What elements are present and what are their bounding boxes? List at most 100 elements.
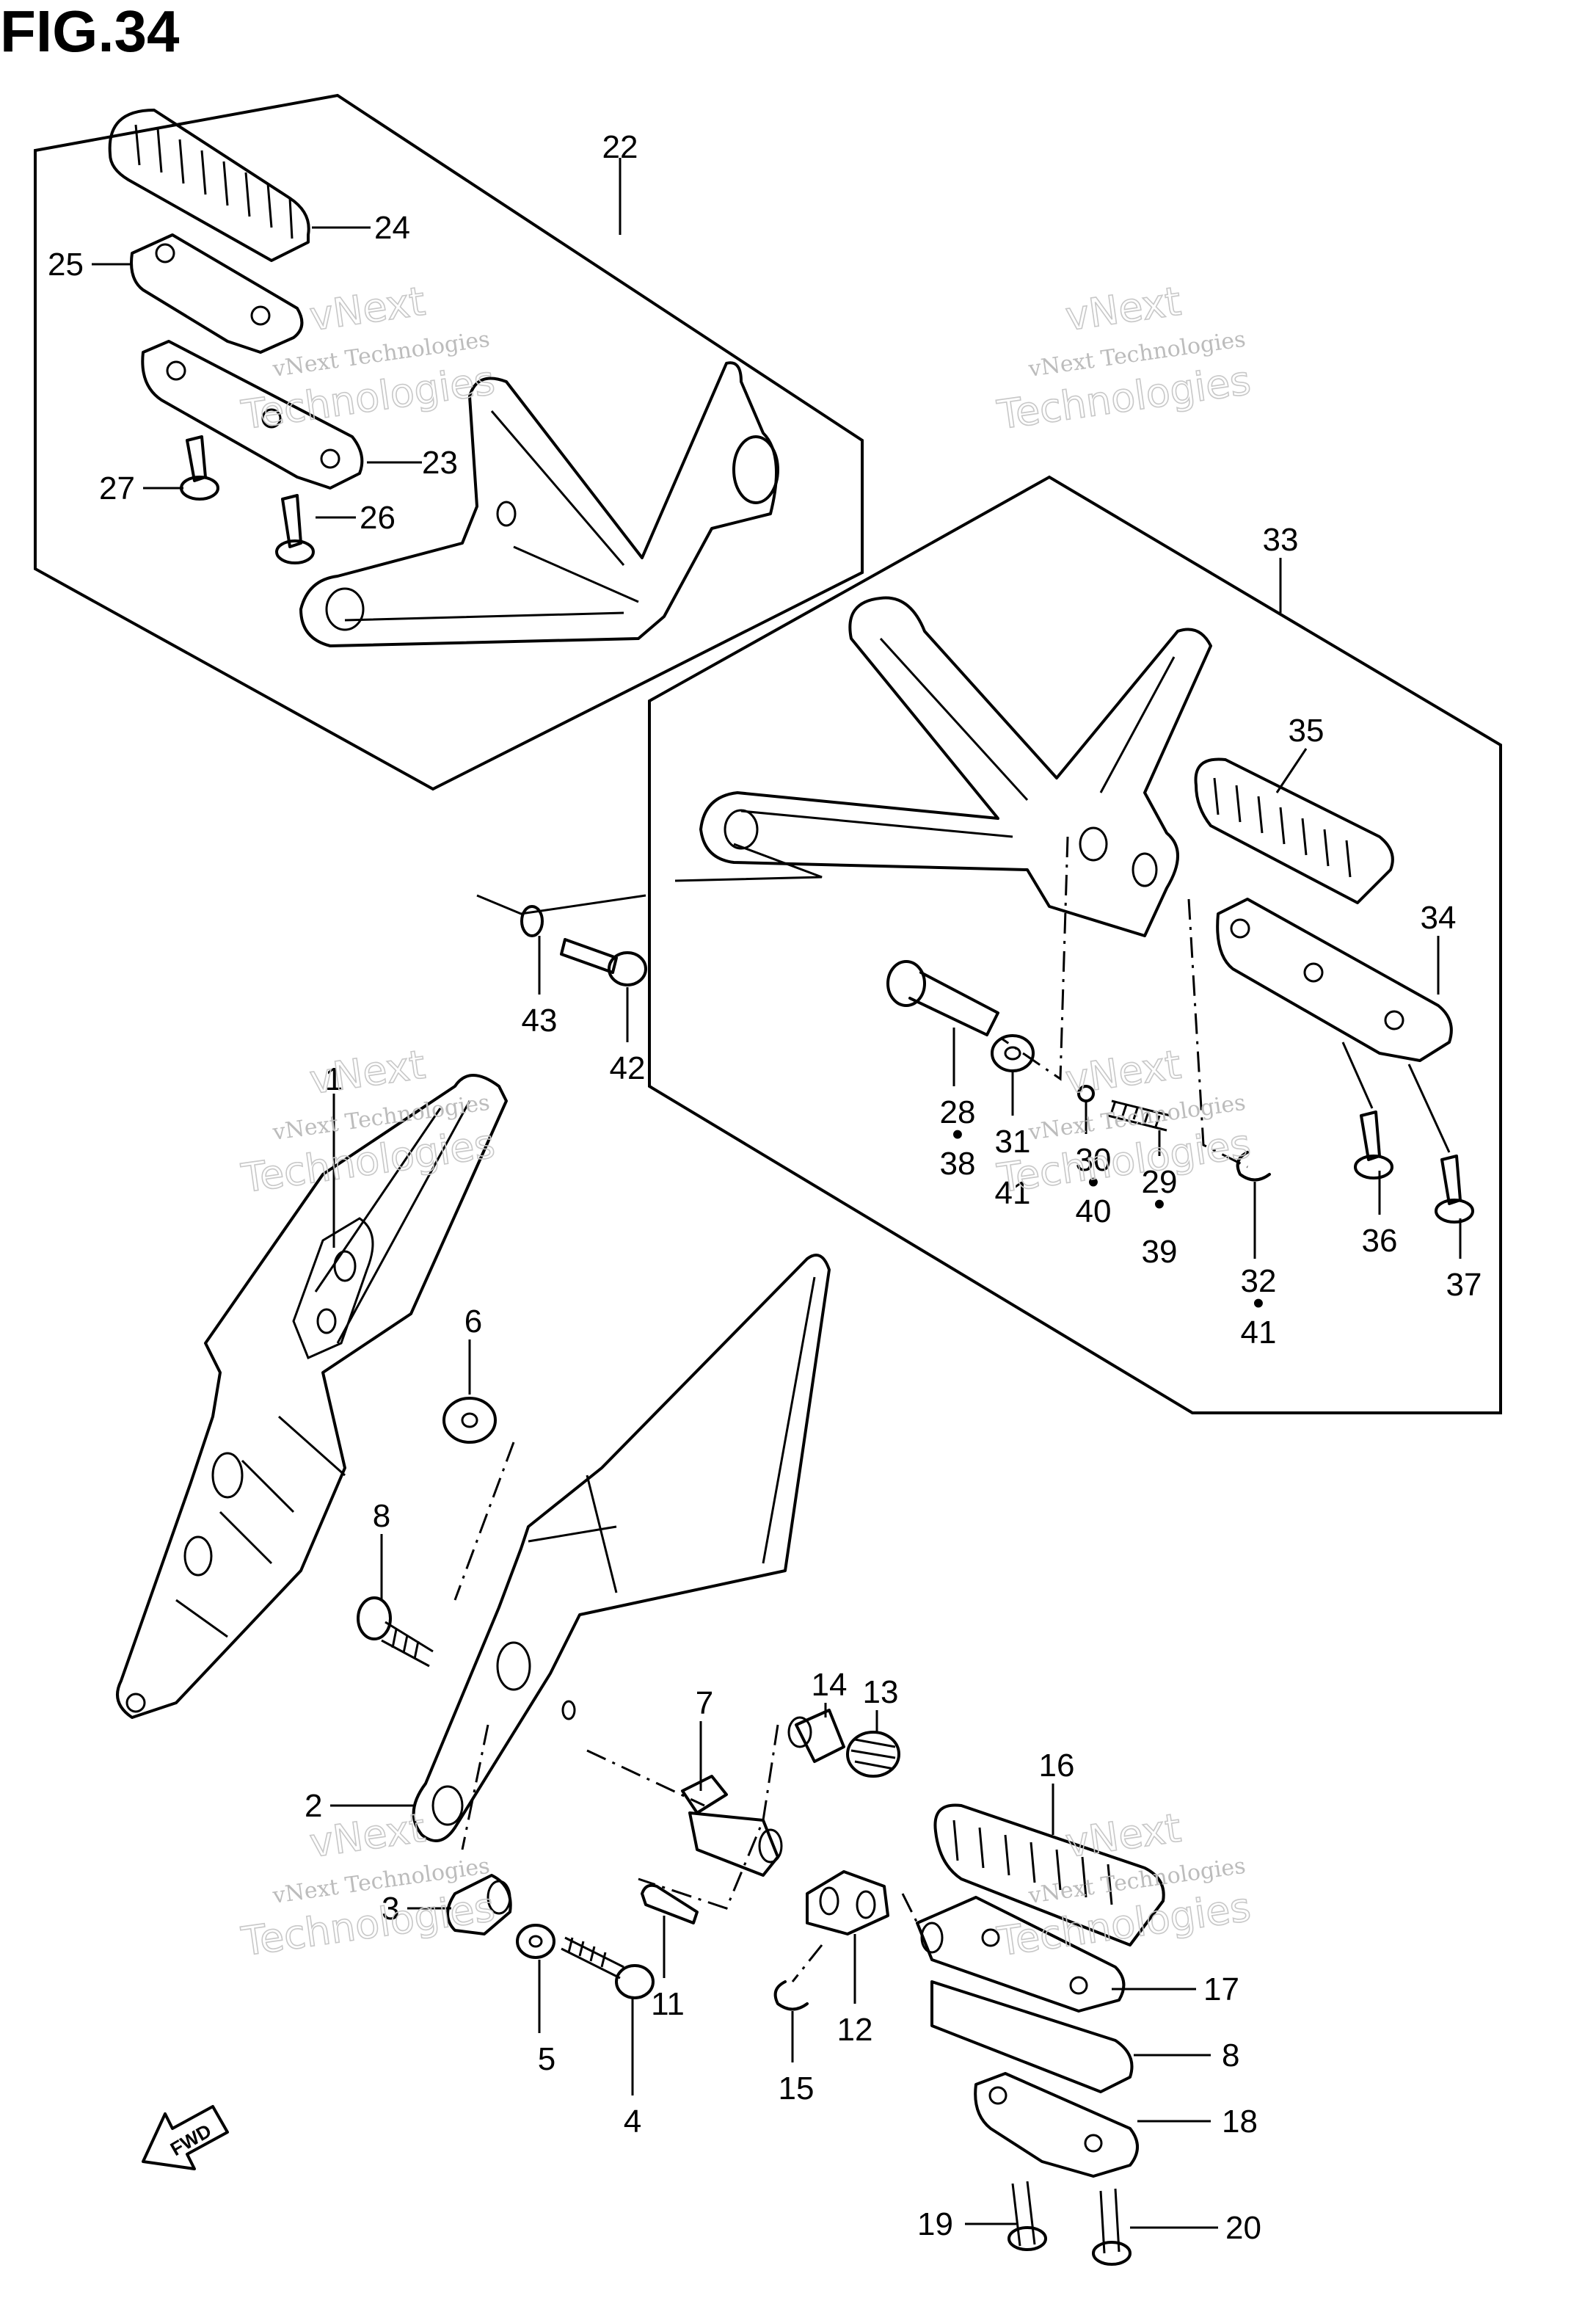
svg-text:vNext: vNext (1063, 1042, 1184, 1103)
assembly-line-31 (1187, 898, 1248, 1168)
callout-31: 32 (1241, 1263, 1277, 1299)
group-box-21 (34, 93, 864, 791)
bolt-36 (1435, 1155, 1474, 1224)
callout-14: 14 (812, 1667, 848, 1703)
collar-14 (787, 1709, 845, 1763)
callout-32: 33 (1263, 522, 1299, 558)
figure-title: FIG.34 (0, 0, 180, 64)
svg-text:vNext: vNext (307, 278, 428, 340)
callout-29: 30 (1076, 1142, 1112, 1178)
leader-36-upper (1407, 1064, 1451, 1153)
assembly-line-6 (453, 1442, 515, 1601)
bolt-20 (1092, 2188, 1132, 2266)
bolt-8 (357, 1596, 434, 1668)
svg-text:vNext: vNext (307, 1042, 428, 1103)
assembly-line-3 (461, 1724, 489, 1850)
assembly-line-27 (1001, 836, 1069, 1081)
footrest-hanger-21 (299, 361, 779, 647)
callout-15: 15 (779, 2071, 815, 2106)
bolt-26 (180, 435, 219, 501)
clip-15 (773, 1980, 809, 2011)
callout-9-10: 8 (1222, 2037, 1239, 2073)
plate-12 (806, 1870, 889, 1935)
callout-5: 5 (538, 2041, 555, 2077)
footrest-plate-22 (141, 340, 364, 490)
pin-11 (641, 1883, 699, 1924)
spring-13 (846, 1731, 900, 1778)
callout-28: 29 (1142, 1164, 1178, 1200)
leader-35-upper (1341, 1042, 1374, 1109)
footrest-bracket-17 (916, 1896, 1126, 2013)
leader-34 (1275, 748, 1308, 793)
callout-1: 1 (325, 1061, 343, 1097)
watermark: vNext Technologies Technologies vNext (994, 1041, 1254, 1202)
svg-text:vNext: vNext (1063, 278, 1184, 340)
bolt-4 (561, 1936, 655, 1999)
footrest-bracket-33 (1216, 898, 1453, 1062)
footrest-grip-16 (933, 1803, 1165, 1946)
callout-20: 20 (1225, 2210, 1261, 2246)
callout-11: 11 (651, 1986, 685, 2022)
svg-text:vNext: vNext (1063, 1805, 1184, 1866)
bolt-35 (1354, 1110, 1393, 1179)
washer-30 (991, 1034, 1035, 1072)
callout-39: 40 (1076, 1193, 1112, 1229)
pivot-bolt-27 (886, 960, 999, 1036)
clip-31 (1236, 1151, 1271, 1182)
watermark: vNext Technologies Technologies vNext (238, 1041, 498, 1202)
plate-18 (974, 2072, 1139, 2178)
footrest-grip-34 (1194, 757, 1394, 904)
callout-3: 3 (382, 1891, 399, 1927)
callout-40: 41 (995, 1175, 1031, 1211)
bolt-42 (560, 938, 647, 986)
callout-43: 43 (522, 1003, 558, 1039)
callout-34: 35 (1289, 713, 1324, 749)
bolt-19 (1007, 2181, 1047, 2251)
spring-28 (1107, 1099, 1171, 1132)
callout-38: 39 (1142, 1234, 1178, 1270)
footrest-bracket-24 (130, 233, 304, 354)
footrest-hanger-32 (674, 596, 1212, 937)
group-box-32 (648, 475, 1502, 1414)
callout-2: 2 (305, 1788, 322, 1824)
footrest-grip-23 (108, 109, 310, 262)
watermark: vNext Technologies Technologies vNext (238, 277, 498, 439)
svg-text:vNext: vNext (307, 1805, 428, 1866)
callout-18: 18 (1222, 2104, 1258, 2140)
callout-6: 6 (464, 1304, 482, 1339)
callout-22: 23 (422, 445, 458, 481)
heel-guard-1 (116, 1074, 508, 1719)
callout-30: 31 (995, 1124, 1031, 1160)
hanger-bracket-2 (412, 1254, 831, 1842)
callout-13: 13 (863, 1674, 899, 1710)
callout-8: 8 (373, 1498, 390, 1534)
callout-19: 19 (917, 2206, 953, 2242)
callout-23: 24 (374, 210, 410, 246)
callout-37: 38 (940, 1146, 976, 1182)
washer-43 (520, 905, 544, 937)
guide-line-43 (476, 894, 646, 915)
callout-28-dot: • (1154, 1186, 1165, 1222)
callout-26: 27 (99, 470, 135, 506)
watermark: vNext Technologies Technologies vNext (994, 277, 1254, 439)
washer-6 (442, 1397, 497, 1444)
washer-5 (516, 1924, 555, 1959)
callout-12: 12 (837, 2012, 873, 2048)
fwd-label: FWD (167, 2120, 215, 2161)
callout-31-dot: • (1253, 1285, 1264, 1321)
callout-41: 41 (1241, 1315, 1277, 1351)
callout-29-dot: • (1087, 1164, 1098, 1200)
callout-17: 17 (1203, 1971, 1239, 2007)
callout-36: 37 (1446, 1267, 1482, 1303)
callout-27-dot: • (952, 1116, 963, 1152)
callout-33: 34 (1421, 900, 1457, 936)
fwd-arrow: FWD (142, 2105, 229, 2170)
callout-42: 42 (610, 1050, 646, 1086)
callout-24: 25 (48, 247, 84, 283)
plate-9-10 (930, 1980, 1134, 2093)
assembly-line-lower (586, 1724, 919, 1982)
callout-16: 16 (1039, 1748, 1075, 1784)
callout-21: 22 (602, 129, 638, 165)
callout-7: 7 (696, 1685, 713, 1721)
